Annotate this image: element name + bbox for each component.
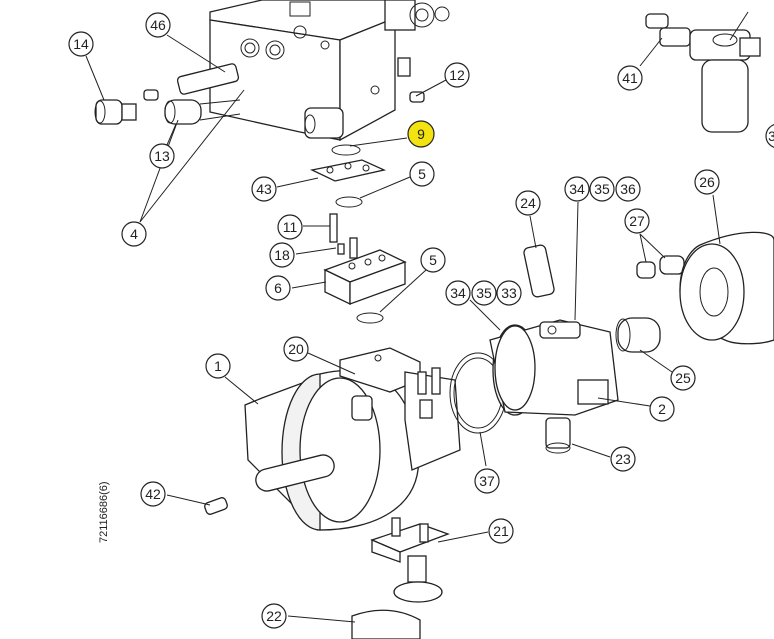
callout-labels: 46 14 12 9 13 43 5 4 11 18 6 5 41 3 24 3… xyxy=(68,12,774,629)
svg-text:36: 36 xyxy=(620,181,636,197)
callout-41[interactable]: 41 xyxy=(617,65,643,91)
valve-block xyxy=(209,0,450,142)
callout-12[interactable]: 12 xyxy=(444,62,470,88)
callout-33[interactable]: 33 xyxy=(496,280,522,306)
callout-6[interactable]: 6 xyxy=(265,275,291,301)
callout-35-left[interactable]: 35 xyxy=(471,280,497,306)
adapter-housing xyxy=(636,231,774,345)
svg-text:21: 21 xyxy=(493,523,509,539)
elbow-fitting xyxy=(204,497,228,515)
svg-text:6: 6 xyxy=(274,280,282,296)
callout-23[interactable]: 23 xyxy=(610,446,636,472)
callout-42[interactable]: 42 xyxy=(140,481,166,507)
callout-24[interactable]: 24 xyxy=(515,190,541,216)
svg-text:43: 43 xyxy=(256,181,272,197)
svg-text:14: 14 xyxy=(73,36,89,52)
callout-35-right[interactable]: 35 xyxy=(589,176,615,202)
callout-34-left[interactable]: 34 xyxy=(445,280,471,306)
callout-20[interactable]: 20 xyxy=(283,336,309,362)
svg-text:1: 1 xyxy=(214,358,222,374)
svg-text:25: 25 xyxy=(675,370,691,386)
svg-text:22: 22 xyxy=(266,608,282,624)
gaskets-and-orings xyxy=(309,144,387,324)
document-number: 72116686(6) xyxy=(98,481,110,543)
svg-text:12: 12 xyxy=(449,67,465,83)
svg-text:2: 2 xyxy=(658,401,666,417)
svg-text:26: 26 xyxy=(699,174,715,190)
coupling xyxy=(615,317,661,353)
svg-text:42: 42 xyxy=(145,486,161,502)
cartridge-assemblies xyxy=(94,63,425,125)
callout-5-lower[interactable]: 5 xyxy=(420,247,446,273)
svg-text:33: 33 xyxy=(501,285,517,301)
svg-text:13: 13 xyxy=(154,148,170,164)
callout-27[interactable]: 27 xyxy=(624,208,650,234)
svg-text:9: 9 xyxy=(417,126,425,142)
callout-36[interactable]: 36 xyxy=(615,176,641,202)
flange-and-elbow xyxy=(351,517,450,639)
callout-25[interactable]: 25 xyxy=(670,365,696,391)
main-pump xyxy=(244,347,461,531)
callout-3[interactable]: 3 xyxy=(765,124,774,148)
svg-text:18: 18 xyxy=(274,247,290,263)
callout-9[interactable]: 9 xyxy=(407,120,435,148)
callout-11[interactable]: 11 xyxy=(277,214,303,240)
callout-43[interactable]: 43 xyxy=(251,176,277,202)
callout-46[interactable]: 46 xyxy=(145,12,171,38)
svg-text:35: 35 xyxy=(476,285,492,301)
callout-4[interactable]: 4 xyxy=(121,221,147,247)
svg-text:20: 20 xyxy=(288,341,304,357)
svg-text:4: 4 xyxy=(130,226,138,242)
callout-5-upper[interactable]: 5 xyxy=(409,161,435,187)
callout-2[interactable]: 2 xyxy=(649,396,675,422)
svg-text:5: 5 xyxy=(429,252,437,268)
callout-18[interactable]: 18 xyxy=(269,242,295,268)
callout-1[interactable]: 1 xyxy=(205,353,231,379)
callout-26[interactable]: 26 xyxy=(694,169,720,195)
callout-22[interactable]: 22 xyxy=(261,603,287,629)
svg-text:5: 5 xyxy=(418,166,426,182)
svg-text:23: 23 xyxy=(615,451,631,467)
svg-text:41: 41 xyxy=(622,70,638,86)
svg-text:24: 24 xyxy=(520,195,536,211)
filter-assembly xyxy=(645,13,761,133)
callout-14[interactable]: 14 xyxy=(68,31,94,57)
svg-text:11: 11 xyxy=(283,219,298,235)
svg-text:3: 3 xyxy=(768,128,774,144)
svg-text:35: 35 xyxy=(594,181,610,197)
svg-text:27: 27 xyxy=(629,213,645,229)
svg-text:37: 37 xyxy=(479,473,495,489)
svg-text:34: 34 xyxy=(569,181,585,197)
svg-text:34: 34 xyxy=(450,285,466,301)
parts-drawing: 72116686(6) xyxy=(94,0,774,639)
leader-lines xyxy=(85,11,749,623)
callout-34-right[interactable]: 34 xyxy=(564,176,590,202)
svg-text:46: 46 xyxy=(150,17,166,33)
gear-pump xyxy=(489,244,619,454)
callout-21[interactable]: 21 xyxy=(488,518,514,544)
callout-37[interactable]: 37 xyxy=(474,468,500,494)
callout-13[interactable]: 13 xyxy=(149,143,175,169)
manifold-block xyxy=(323,213,407,306)
